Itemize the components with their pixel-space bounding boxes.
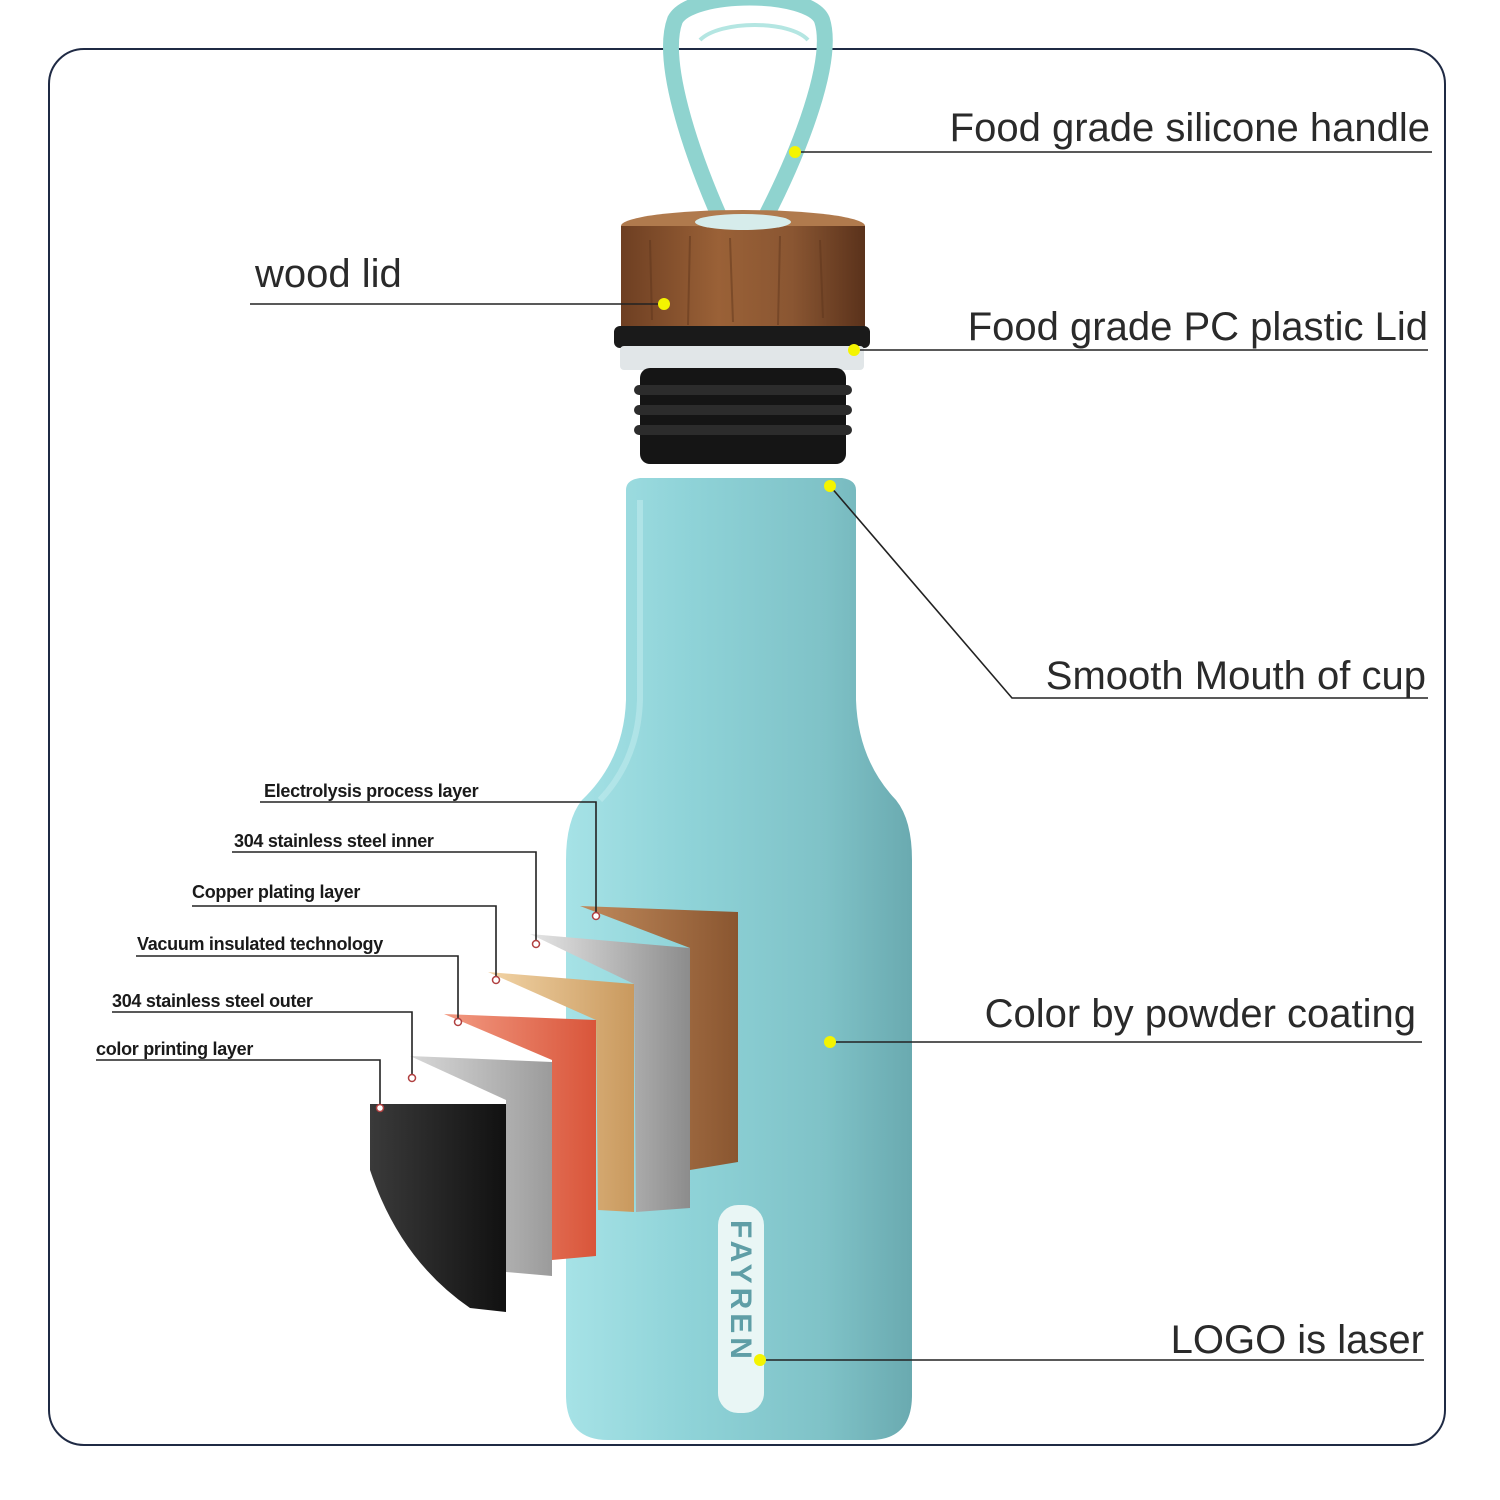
wood-lid (621, 210, 865, 328)
layer-label-steel-inner: 304 stainless steel inner (234, 831, 434, 851)
layer-marker-dots (375, 911, 601, 1113)
diagram-frame (48, 48, 1446, 1446)
callout-wood-lid: wood lid (255, 252, 402, 296)
marker-dot (848, 344, 860, 356)
layer-cutaway (370, 906, 738, 1312)
layer-label-vacuum: Vacuum insulated technology (137, 934, 383, 954)
layer-label-color-printing: color printing layer (96, 1039, 254, 1059)
marker-dot (824, 480, 836, 492)
marker-dot (789, 146, 801, 158)
marker-dot (754, 1354, 766, 1366)
callout-powder-coating: Color by powder coating (984, 992, 1416, 1036)
marker-dots (658, 146, 860, 1366)
brand-logo-text: FAYREN (724, 1220, 757, 1363)
callout-smooth-mouth: Smooth Mouth of cup (1045, 654, 1426, 698)
silicone-handle (663, 0, 833, 226)
marker-dot (658, 298, 670, 310)
layer-label-copper: Copper plating layer (192, 882, 361, 902)
leader-lines (96, 151, 1432, 1361)
marker-dot (824, 1036, 836, 1048)
layer-label-electrolysis: Electrolysis process layer (264, 781, 479, 801)
callout-pc-plastic-lid: Food grade PC plastic Lid (967, 305, 1428, 349)
callout-silicone-handle: Food grade silicone handle (949, 106, 1430, 150)
logo-badge: FAYREN (718, 1205, 764, 1413)
pc-plastic-lid (614, 326, 870, 370)
threaded-cap (634, 368, 852, 464)
callout-logo-laser: LOGO is laser (1170, 1318, 1424, 1362)
layer-label-steel-outer: 304 stainless steel outer (112, 991, 313, 1011)
